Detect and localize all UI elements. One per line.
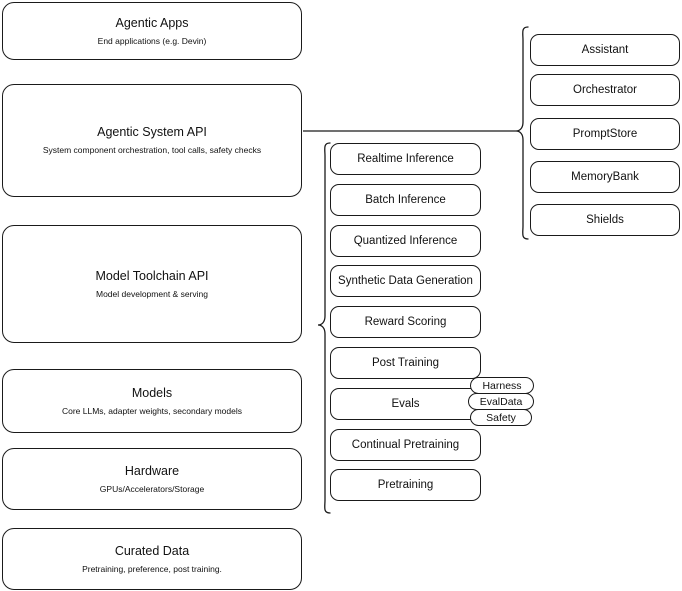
toolchain-item-label: Pretraining bbox=[377, 479, 434, 491]
toolchain-item-label: Synthetic Data Generation bbox=[338, 275, 473, 287]
layer-subtitle: Model development & serving bbox=[96, 288, 208, 299]
system-component-shields[interactable]: Shields bbox=[530, 204, 680, 236]
layer-box-hardware[interactable]: Hardware GPUs/Accelerators/Storage bbox=[2, 448, 302, 510]
toolchain-item-label: Post Training bbox=[371, 357, 440, 369]
system-component-promptstore[interactable]: PromptStore bbox=[530, 118, 680, 150]
toolchain-item-label: Realtime Inference bbox=[357, 153, 454, 165]
toolchain-item-label: Batch Inference bbox=[365, 194, 446, 206]
layer-title: Models bbox=[131, 385, 173, 400]
layer-subtitle: System component orchestration, tool cal… bbox=[42, 145, 262, 155]
toolchain-item-batch-inference[interactable]: Batch Inference bbox=[330, 184, 481, 216]
toolchain-item-label: Evals bbox=[391, 398, 420, 410]
toolchain-item-label: Reward Scoring bbox=[364, 316, 447, 328]
toolchain-item-synthetic-data-generation[interactable]: Synthetic Data Generation bbox=[330, 265, 481, 297]
layer-box-agentic-system-api[interactable]: Agentic System API System component orch… bbox=[2, 84, 302, 197]
layer-title: Model Toolchain API bbox=[95, 268, 209, 283]
system-component-label: Assistant bbox=[581, 44, 629, 56]
toolchain-item-label: Continual Pretraining bbox=[351, 439, 460, 451]
layer-box-curated-data[interactable]: Curated Data Pretraining, preference, po… bbox=[2, 528, 302, 590]
layer-title: Hardware bbox=[124, 463, 180, 478]
eval-badge-label: Harness bbox=[482, 379, 522, 392]
eval-badge-evaldata[interactable]: EvalData bbox=[468, 393, 534, 410]
layer-subtitle: End applications (e.g. Devin) bbox=[97, 35, 207, 46]
toolchain-item-label: Quantized Inference bbox=[353, 235, 458, 247]
layer-subtitle: Pretraining, preference, post training. bbox=[82, 563, 222, 574]
system-component-label: PromptStore bbox=[572, 128, 638, 140]
system-component-assistant[interactable]: Assistant bbox=[530, 34, 680, 66]
system-component-orchestrator[interactable]: Orchestrator bbox=[530, 74, 680, 106]
layer-subtitle: GPUs/Accelerators/Storage bbox=[99, 483, 205, 494]
system-component-label: Orchestrator bbox=[573, 84, 637, 96]
eval-badge-label: EvalData bbox=[479, 395, 523, 408]
layer-title: Agentic Apps bbox=[115, 15, 189, 30]
layer-box-models[interactable]: Models Core LLMs, adapter weights, secon… bbox=[2, 369, 302, 433]
toolchain-item-post-training[interactable]: Post Training bbox=[330, 347, 481, 379]
eval-badge-harness[interactable]: Harness bbox=[470, 377, 534, 394]
layer-box-model-toolchain-api[interactable]: Model Toolchain API Model development & … bbox=[2, 225, 302, 343]
toolchain-item-evals[interactable]: Evals bbox=[330, 388, 481, 420]
toolchain-item-pretraining[interactable]: Pretraining bbox=[330, 469, 481, 501]
system-component-label: Shields bbox=[586, 214, 624, 226]
toolchain-item-continual-pretraining[interactable]: Continual Pretraining bbox=[330, 429, 481, 461]
eval-badge-label: Safety bbox=[486, 411, 516, 424]
layer-subtitle: Core LLMs, adapter weights, secondary mo… bbox=[61, 405, 242, 416]
eval-badge-safety[interactable]: Safety bbox=[470, 409, 532, 426]
toolchain-item-realtime-inference[interactable]: Realtime Inference bbox=[330, 143, 481, 175]
toolchain-item-reward-scoring[interactable]: Reward Scoring bbox=[330, 306, 481, 338]
layer-box-agentic-apps[interactable]: Agentic Apps End applications (e.g. Devi… bbox=[2, 2, 302, 60]
toolchain-item-quantized-inference[interactable]: Quantized Inference bbox=[330, 225, 481, 257]
layer-title: Agentic System API bbox=[97, 125, 207, 140]
layer-title: Curated Data bbox=[114, 543, 190, 558]
system-component-label: MemoryBank bbox=[571, 171, 639, 183]
system-component-memorybank[interactable]: MemoryBank bbox=[530, 161, 680, 193]
